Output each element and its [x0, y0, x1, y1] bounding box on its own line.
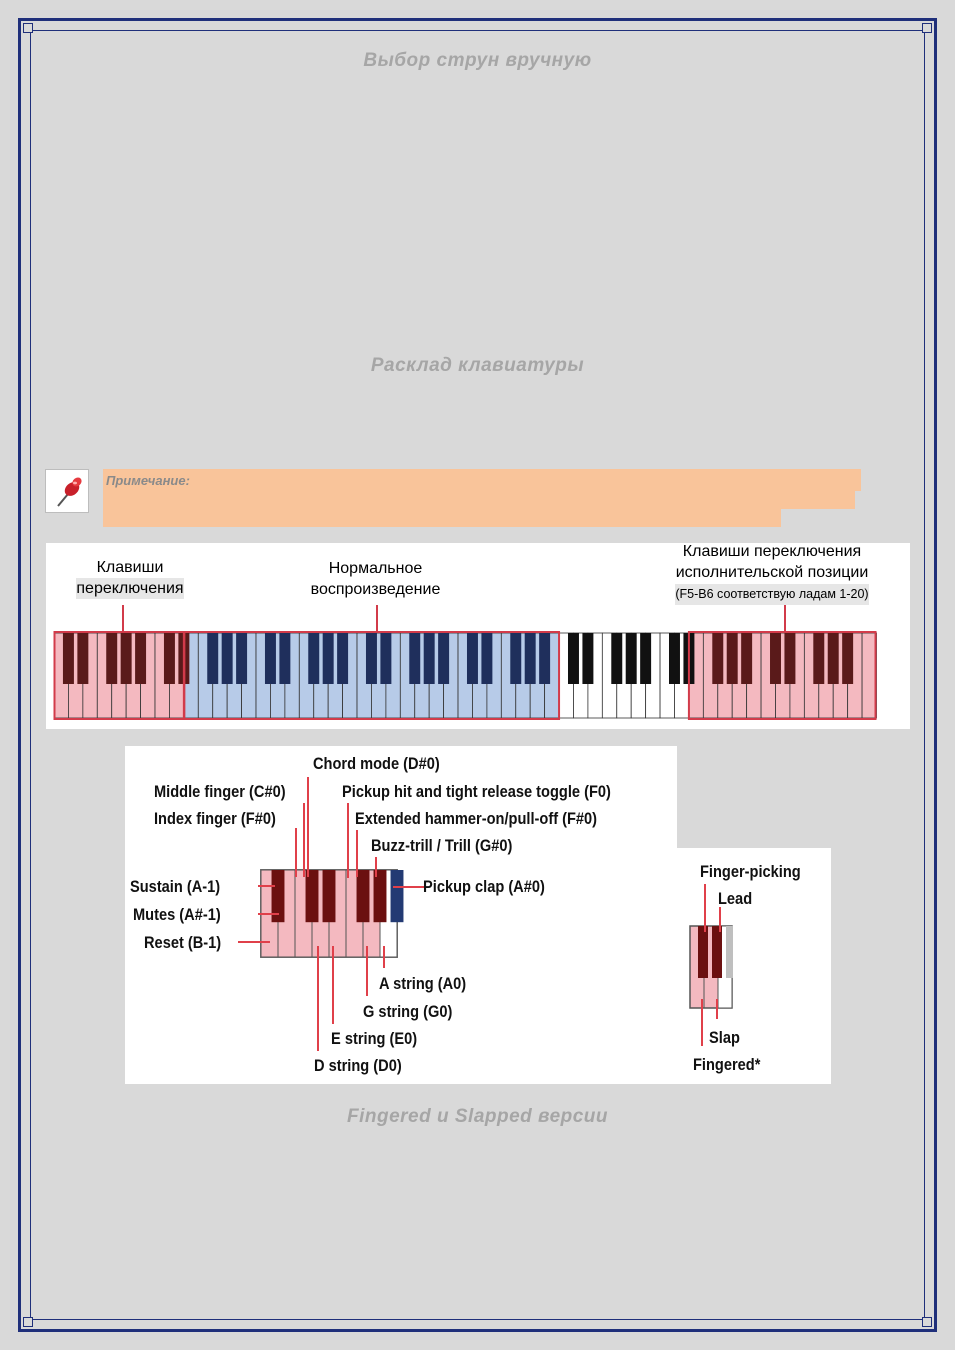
- black-key: [770, 633, 781, 684]
- black-key: [827, 633, 839, 684]
- page-border-outer: [18, 18, 937, 1332]
- frame-corner: [922, 1317, 932, 1327]
- black-key: [322, 870, 336, 923]
- normal-play-label: Нормальное воспроизведение: [310, 560, 441, 598]
- black-key: [669, 633, 680, 684]
- note-label: Примечание:: [106, 473, 190, 488]
- black-key: [264, 633, 276, 684]
- position-keys-label: Клавиши переключения исполнительской поз…: [640, 541, 904, 605]
- piano-keyboard: [53, 605, 877, 720]
- black-key: [842, 633, 854, 684]
- pickup-clap-label: Pickup clap (A#0): [423, 877, 545, 896]
- articulation-keyboard: [238, 777, 425, 1051]
- black-key: [741, 633, 753, 684]
- black-key: [625, 633, 637, 684]
- black-key: [380, 633, 392, 684]
- black-key: [813, 633, 825, 684]
- black-key: [305, 870, 319, 923]
- buzz-trill-label: Buzz-trill / Trill (G#0): [371, 836, 513, 855]
- black-key: [308, 633, 320, 684]
- reset-label: Reset (B-1): [144, 933, 222, 952]
- black-key: [120, 633, 132, 684]
- black-key: [524, 633, 536, 684]
- heading-versions: Fingered и Slapped версии: [346, 1106, 609, 1127]
- e-string-label: E string (E0): [331, 1029, 418, 1048]
- mutes-label: Mutes (A#-1): [133, 905, 221, 924]
- note-highlight: [103, 509, 781, 527]
- black-key: [356, 870, 370, 923]
- black-key: [62, 633, 74, 684]
- black-key: [135, 633, 147, 684]
- keyboard-layout-figure: Клавиши переключения Нормальное воспроиз…: [46, 543, 910, 729]
- black-key: [409, 633, 421, 684]
- black-key: [390, 870, 404, 923]
- black-key: [726, 633, 738, 684]
- black-key: [438, 633, 450, 684]
- lead-label: Lead: [718, 889, 753, 908]
- black-key: [207, 633, 219, 684]
- finger-picking-label: Finger-picking: [700, 862, 801, 881]
- black-key: [466, 633, 478, 684]
- black-key: [106, 633, 118, 684]
- a-string-label: A string (A0): [379, 974, 467, 993]
- black-key: [510, 633, 522, 684]
- heading-keyboard-layout: Расклад клавиатуры: [370, 355, 585, 376]
- black-key: [611, 633, 623, 684]
- position-zone-outline: [687, 631, 877, 720]
- sustain-label: Sustain (A-1): [130, 877, 221, 896]
- black-key: [337, 633, 349, 684]
- pushpin-icon: [45, 469, 89, 513]
- black-key: [784, 633, 796, 684]
- switch-keys-label: Клавиши переключения: [76, 559, 184, 599]
- frame-corner: [23, 1317, 33, 1327]
- chord-mode-label: Chord mode (D#0): [313, 754, 440, 773]
- note-highlight: [103, 491, 855, 509]
- black-key: [365, 633, 377, 684]
- index-finger-label: Index finger (F#0): [154, 809, 276, 828]
- slap-label: Slap: [709, 1028, 740, 1047]
- frame-corner: [23, 23, 33, 33]
- articulation-map: Chord mode (D#0) Middle finger (C#0) Pic…: [125, 746, 677, 1084]
- white-key: [861, 632, 877, 719]
- black-key: [322, 633, 334, 684]
- black-key: [163, 633, 175, 684]
- black-key: [373, 870, 387, 923]
- black-key: [279, 633, 291, 684]
- d-string-label: D string (D0): [314, 1056, 402, 1075]
- black-key: [582, 633, 594, 684]
- extended-hammer-label: Extended hammer-on/pull-off (F#0): [355, 809, 598, 828]
- black-key: [567, 633, 579, 684]
- fingered-label: Fingered*: [693, 1055, 761, 1074]
- black-key: [423, 633, 435, 684]
- page-border-inner: [30, 30, 925, 1320]
- normal-zone-outline: [182, 631, 561, 720]
- black-key: [77, 633, 89, 684]
- black-key: [712, 633, 724, 684]
- style-keyboard: [689, 884, 733, 1046]
- black-key: [640, 633, 652, 684]
- note-highlight: [103, 469, 861, 491]
- pickup-hit-label: Pickup hit and tight release toggle (F0): [342, 782, 611, 801]
- frame-corner: [922, 23, 932, 33]
- black-key: [271, 870, 285, 923]
- black-key: [221, 633, 233, 684]
- g-string-label: G string (G0): [363, 1002, 453, 1021]
- middle-finger-label: Middle finger (C#0): [154, 782, 286, 801]
- heading-manual-strings: Выбор струн вручную: [363, 50, 592, 71]
- black-key: [481, 633, 493, 684]
- black-key: [236, 633, 248, 684]
- style-switch-map: Finger-picking Lead Slap Fingered*: [677, 848, 831, 1084]
- black-key: [539, 633, 551, 684]
